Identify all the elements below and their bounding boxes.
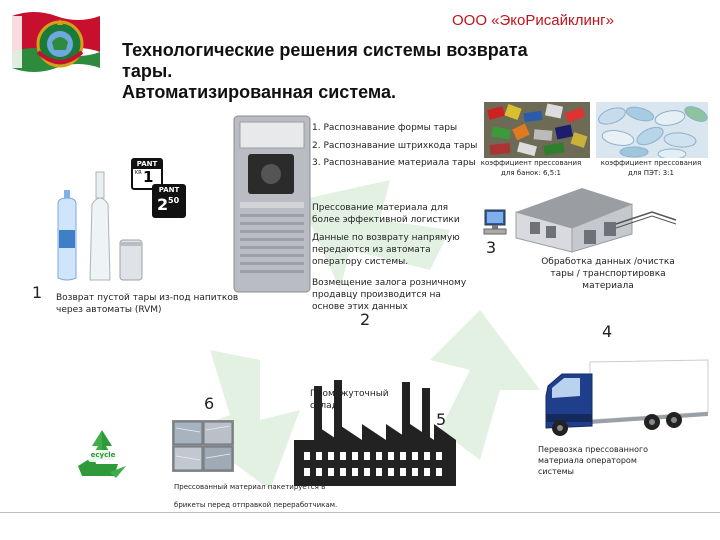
truck-icon: [545, 359, 709, 436]
crushed-pet-bottles-image: [596, 102, 708, 158]
computer-icon: [483, 209, 507, 235]
step-3-number: 3: [486, 238, 497, 257]
coefficient-cans: коэффициент прессования для банок: 6,5:1: [480, 159, 582, 177]
recycle-background-icon: [190, 180, 540, 490]
coefficient-pet: коэффициент прессования для ПЭТ: 3:1: [600, 159, 702, 177]
pant-label-2: PANT 2 50: [152, 184, 186, 218]
pant-label-2-title: PANT: [154, 186, 184, 195]
step-2-pressing: Прессование материала для более эффектив…: [312, 203, 460, 225]
bottom-divider: [0, 512, 720, 513]
step-6-text: Прессованный материал пакетируется в бри…: [174, 483, 338, 509]
step-4-number: 4: [602, 322, 613, 341]
pant-label-1-value: 1: [143, 168, 154, 186]
pant-label-2-superscript: 50: [168, 196, 180, 205]
step-2-number: 2: [360, 310, 371, 329]
title-line-1: Технологические решения системы возврата: [122, 40, 528, 60]
material-bales-image: [172, 420, 234, 472]
step-5-text: Промежуточный склад: [310, 389, 389, 411]
reverse-vending-machine: [233, 115, 311, 293]
pant-label-1-title: PANT: [133, 160, 161, 169]
ecycle-recycle-logo: [78, 430, 126, 478]
company-name: ООО «ЭкоРисайклинг»: [452, 12, 614, 29]
pant-label-1: PANT KR 1: [131, 158, 163, 190]
step-6-number: 6: [204, 394, 215, 413]
step-2-data: Данные по возврату напрямую передаются и…: [312, 233, 460, 267]
title-line-3: Автоматизированная система.: [122, 82, 396, 102]
crushed-cans-image: [484, 102, 590, 158]
step-1-text: Возврат пустой тары из-под напитков чере…: [56, 293, 239, 315]
bottles-and-can-icon: [57, 171, 143, 281]
recognition-material: 3. Распознавание материала тары: [312, 158, 476, 168]
intermediate-storage-factory-icon: [294, 380, 456, 486]
step-5-number: 5: [436, 410, 447, 429]
step-4-text: Перевозка прессованного материала операт…: [538, 445, 649, 476]
pant-label-1-small: KR: [135, 170, 142, 176]
step-1-number: 1: [32, 283, 43, 302]
pant-label-2-value: 2: [157, 195, 169, 214]
page-title: Технологические решения системы возврата…: [122, 40, 602, 103]
recognition-barcode: 2. Распознавание штрихкода тары: [312, 141, 478, 151]
recognition-shape: 1. Распознавание формы тары: [312, 123, 458, 133]
step-2-deposit: Возмещение залога розничному продавцу пр…: [312, 278, 467, 312]
step-3-text: Обработка данных /очистка тары / транспо…: [541, 257, 675, 291]
belarus-emblem-icon: [12, 12, 100, 72]
ecycle-badge-text: ecycle: [90, 451, 116, 459]
title-line-2: тары.: [122, 61, 173, 81]
processing-warehouse-icon: [515, 188, 677, 253]
